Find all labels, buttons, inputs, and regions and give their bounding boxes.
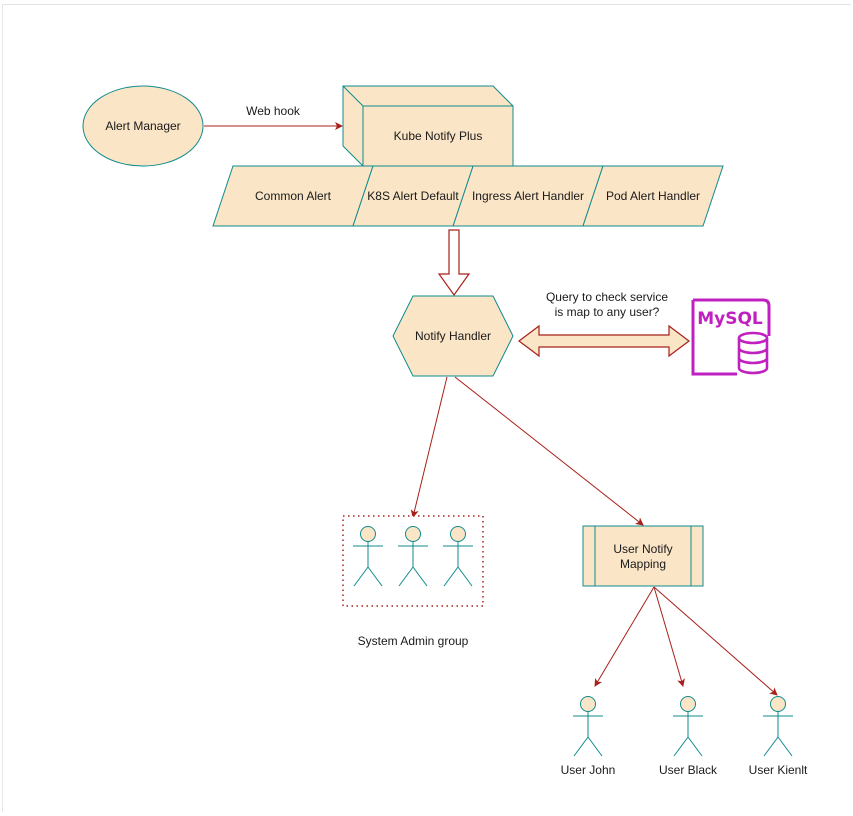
query-label-line1: Query to check service xyxy=(546,290,668,304)
alert-manager-label: Alert Manager xyxy=(105,119,180,133)
user-notify-mapping-label-line2: Mapping xyxy=(620,557,666,571)
edge-handler-to-mapping xyxy=(454,376,644,526)
user-actor-icon xyxy=(673,696,703,757)
node-ingress-alert-handler[interactable]: Ingress Alert Handler xyxy=(452,165,604,227)
user-kienlt-actor[interactable]: User Kienlt xyxy=(749,696,808,778)
user-notify-mapping-label-line1: User Notify xyxy=(613,542,672,556)
user-john-actor[interactable]: User John xyxy=(561,696,616,778)
node-kube-notify-plus[interactable]: Kube Notify Plus xyxy=(342,85,514,167)
system-admin-group-label: System Admin group xyxy=(358,634,469,648)
edge-mapping-to-black xyxy=(653,586,685,687)
admin-actor-icon xyxy=(443,526,473,587)
pod-alert-handler-label: Pod Alert Handler xyxy=(606,189,700,203)
edge-mapping-to-kienlt xyxy=(653,586,778,696)
node-notify-handler[interactable]: Notify Handler xyxy=(392,295,514,377)
query-label-line2: is map to any user? xyxy=(555,305,660,319)
user-john-label: User John xyxy=(561,763,616,777)
edge-handler-to-admins xyxy=(410,376,448,518)
query-double-arrow xyxy=(518,324,690,358)
node-pod-alert-handler[interactable]: Pod Alert Handler xyxy=(582,165,724,227)
k8s-alert-default-label: K8S Alert Default xyxy=(367,189,459,203)
hollow-down-arrow xyxy=(437,229,471,297)
webhook-label: Web hook xyxy=(246,104,301,118)
admin-actor-icon xyxy=(353,526,383,587)
database-cylinder-icon xyxy=(737,331,769,375)
mysql-label: MySQL xyxy=(697,309,763,329)
node-k8s-alert-default[interactable]: K8S Alert Default xyxy=(352,165,474,227)
kube-notify-plus-label: Kube Notify Plus xyxy=(394,129,483,143)
mysql-database-icon[interactable]: MySQL xyxy=(691,298,771,376)
system-admin-group[interactable] xyxy=(342,515,484,607)
user-black-label: User Black xyxy=(659,763,718,777)
node-alert-manager[interactable]: Alert Manager xyxy=(82,85,204,167)
user-kienlt-label: User Kienlt xyxy=(749,763,808,777)
common-alert-label: Common Alert xyxy=(255,189,332,203)
node-user-notify-mapping[interactable]: User Notify Mapping xyxy=(582,525,704,587)
edge-mapping-to-john xyxy=(594,586,655,687)
user-black-actor[interactable]: User Black xyxy=(659,696,718,778)
user-actor-icon xyxy=(573,696,603,757)
node-common-alert[interactable]: Common Alert xyxy=(212,165,374,227)
ingress-alert-handler-label: Ingress Alert Handler xyxy=(472,189,584,203)
user-actor-icon xyxy=(763,696,793,757)
admin-actor-icon xyxy=(398,526,428,587)
notify-handler-label: Notify Handler xyxy=(415,329,491,343)
